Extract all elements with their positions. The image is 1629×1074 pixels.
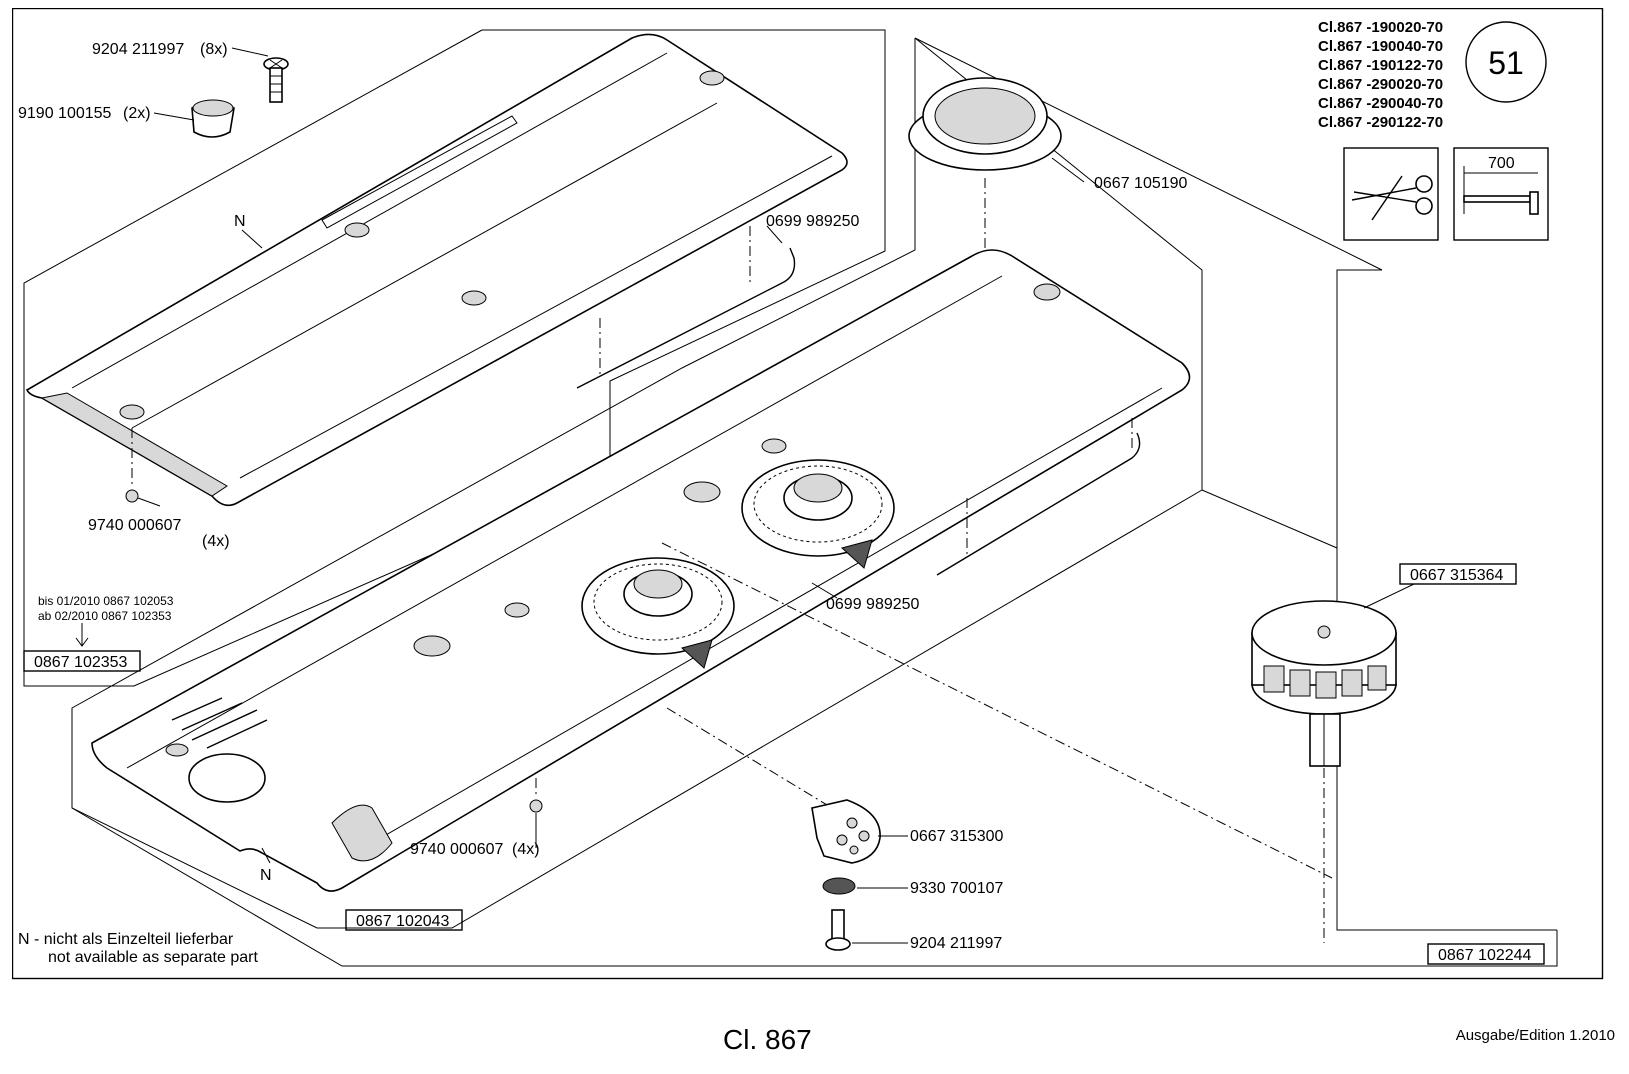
screw-bottom-part bbox=[825, 909, 851, 951]
box-knob-number: 0667 315364 bbox=[1410, 567, 1504, 584]
label-cap: 0667 105190 bbox=[1094, 175, 1188, 192]
screw-top-part bbox=[263, 57, 289, 103]
revision-line: bis 01/2010 0867 102053 bbox=[38, 594, 174, 608]
footer-edition: Ausgabe/Edition 1.2010 bbox=[1455, 1027, 1615, 1044]
label-n-upper: N bbox=[234, 213, 246, 230]
box-upper-cover-number: 0867 102353 bbox=[34, 654, 128, 671]
page-number-circle bbox=[1465, 21, 1547, 103]
length-700-icon: 700 bbox=[1453, 147, 1549, 241]
label-wire-lower: 0699 989250 bbox=[826, 596, 920, 613]
lower-wire-part bbox=[936, 432, 1141, 576]
scissors-icon bbox=[1343, 147, 1439, 241]
sheet-frame bbox=[11, 7, 1604, 980]
label-bushing-qty: (2x) bbox=[123, 105, 151, 122]
model-line: Cl.867 -190122-70 bbox=[1318, 57, 1443, 74]
label-washer-mid: 9740 000607 bbox=[410, 841, 504, 858]
model-line: Cl.867 -290122-70 bbox=[1318, 114, 1443, 131]
lower-group-outline bbox=[71, 37, 1203, 929]
label-washer-small: 9330 700107 bbox=[910, 880, 1004, 897]
plate-part bbox=[811, 799, 881, 864]
note-n-de: N - nicht als Einzelteil lieferbar bbox=[18, 931, 234, 948]
drawing-sheet: 700 51 Cl.867 -190020-70 Cl.867 -190040-… bbox=[11, 7, 1615, 1014]
box-knob bbox=[1399, 563, 1517, 585]
box-lower-cover-number: 0867 102043 bbox=[356, 913, 450, 930]
label-washer-mid-qty: (4x) bbox=[512, 841, 540, 858]
label-screw-bottom: 9204 211997 bbox=[910, 935, 1002, 952]
upper-wire-part bbox=[576, 247, 796, 389]
upper-cover-part bbox=[25, 33, 848, 507]
assembly-link bbox=[1201, 489, 1338, 549]
exploded-parts-diagram: 700 51 Cl.867 -190020-70 Cl.867 -190040-… bbox=[11, 7, 1604, 980]
page-number: 51 bbox=[1488, 45, 1524, 81]
upper-cover-hole bbox=[119, 404, 145, 420]
footer-model: Cl. 867 bbox=[723, 1024, 812, 1055]
label-plate: 0667 315300 bbox=[910, 828, 1004, 845]
length-label: 700 bbox=[1488, 155, 1515, 172]
box-upper-cover bbox=[23, 650, 141, 672]
label-washer-left-qty: (4x) bbox=[202, 533, 230, 550]
label-wire-upper: 0699 989250 bbox=[766, 213, 860, 230]
box-lower-cover bbox=[345, 909, 463, 931]
upper-cover-hole bbox=[699, 70, 725, 86]
box-assembly-number: 0867 102244 bbox=[1438, 947, 1532, 964]
model-line: Cl.867 -190040-70 bbox=[1318, 38, 1443, 55]
selector-ring-part bbox=[741, 459, 895, 569]
revision-line: ab 02/2010 0867 102353 bbox=[38, 609, 172, 623]
label-bushing: 9190 100155 bbox=[18, 105, 112, 122]
label-screw-top: 9204 211997 bbox=[92, 41, 184, 58]
assembly-outline bbox=[914, 37, 1557, 931]
selector-ring-part bbox=[581, 557, 735, 669]
knob-part bbox=[1251, 600, 1397, 767]
model-line: Cl.867 -290020-70 bbox=[1318, 76, 1443, 93]
cap-part bbox=[908, 77, 1062, 171]
label-washer-left: 9740 000607 bbox=[88, 517, 182, 534]
washer-part bbox=[125, 489, 139, 503]
bushing-part bbox=[191, 99, 235, 138]
upper-cover-hole bbox=[461, 290, 487, 306]
model-line: Cl.867 -290040-70 bbox=[1318, 95, 1443, 112]
model-line: Cl.867 -190020-70 bbox=[1318, 19, 1443, 36]
box-assembly bbox=[1427, 943, 1545, 965]
assembly-outline-bottom bbox=[71, 807, 1558, 967]
upper-cover-hole bbox=[344, 222, 370, 238]
note-n-en: not available as separate part bbox=[48, 949, 258, 966]
label-n-lower: N bbox=[260, 867, 272, 884]
small-washer-part bbox=[822, 877, 856, 895]
label-screw-top-qty: (8x) bbox=[200, 41, 228, 58]
washer-part bbox=[529, 799, 543, 813]
